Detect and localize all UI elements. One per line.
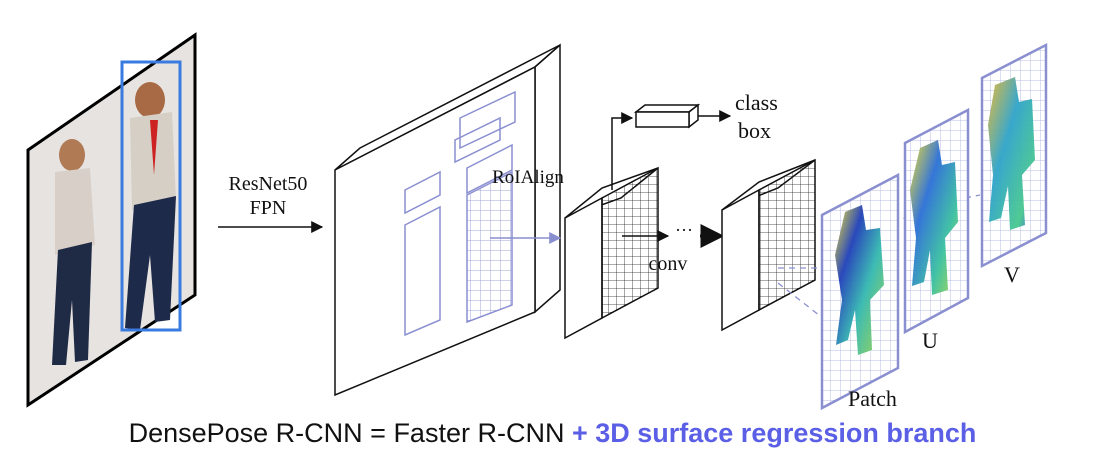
roi-feature-cube — [564, 166, 659, 340]
class-branch-line — [611, 112, 634, 190]
caption-main: DensePose R-CNN = Faster R-CNN — [128, 418, 565, 448]
backbone-label: ResNet50 — [229, 173, 308, 195]
roialign-label: RoIAlign — [492, 167, 564, 188]
patch-label: Patch — [848, 386, 897, 411]
box-label: box — [738, 118, 771, 143]
v-map — [980, 42, 1048, 269]
detection-box — [120, 60, 182, 332]
head-feature-cube — [721, 158, 816, 332]
u-label: U — [922, 328, 938, 353]
class-label: class — [735, 90, 778, 115]
ellipsis-label: ··· — [675, 220, 693, 240]
caption: DensePose R-CNN = Faster R-CNN + 3D surf… — [0, 418, 1105, 449]
caption-highlight: + 3D surface regression branch — [571, 418, 977, 448]
region-proposals — [404, 90, 516, 337]
u-map — [903, 107, 970, 335]
backbone-sub-label: FPN — [250, 197, 287, 219]
fc-layer — [633, 103, 701, 129]
architecture-diagram: ResNet50 FPN RoIAlign class box ··· conv — [26, 32, 1048, 411]
input-image — [26, 32, 197, 408]
feature-map-block — [334, 43, 561, 397]
v-label: V — [1004, 262, 1020, 287]
conv-label: conv — [649, 253, 688, 275]
patch-map — [820, 172, 900, 411]
